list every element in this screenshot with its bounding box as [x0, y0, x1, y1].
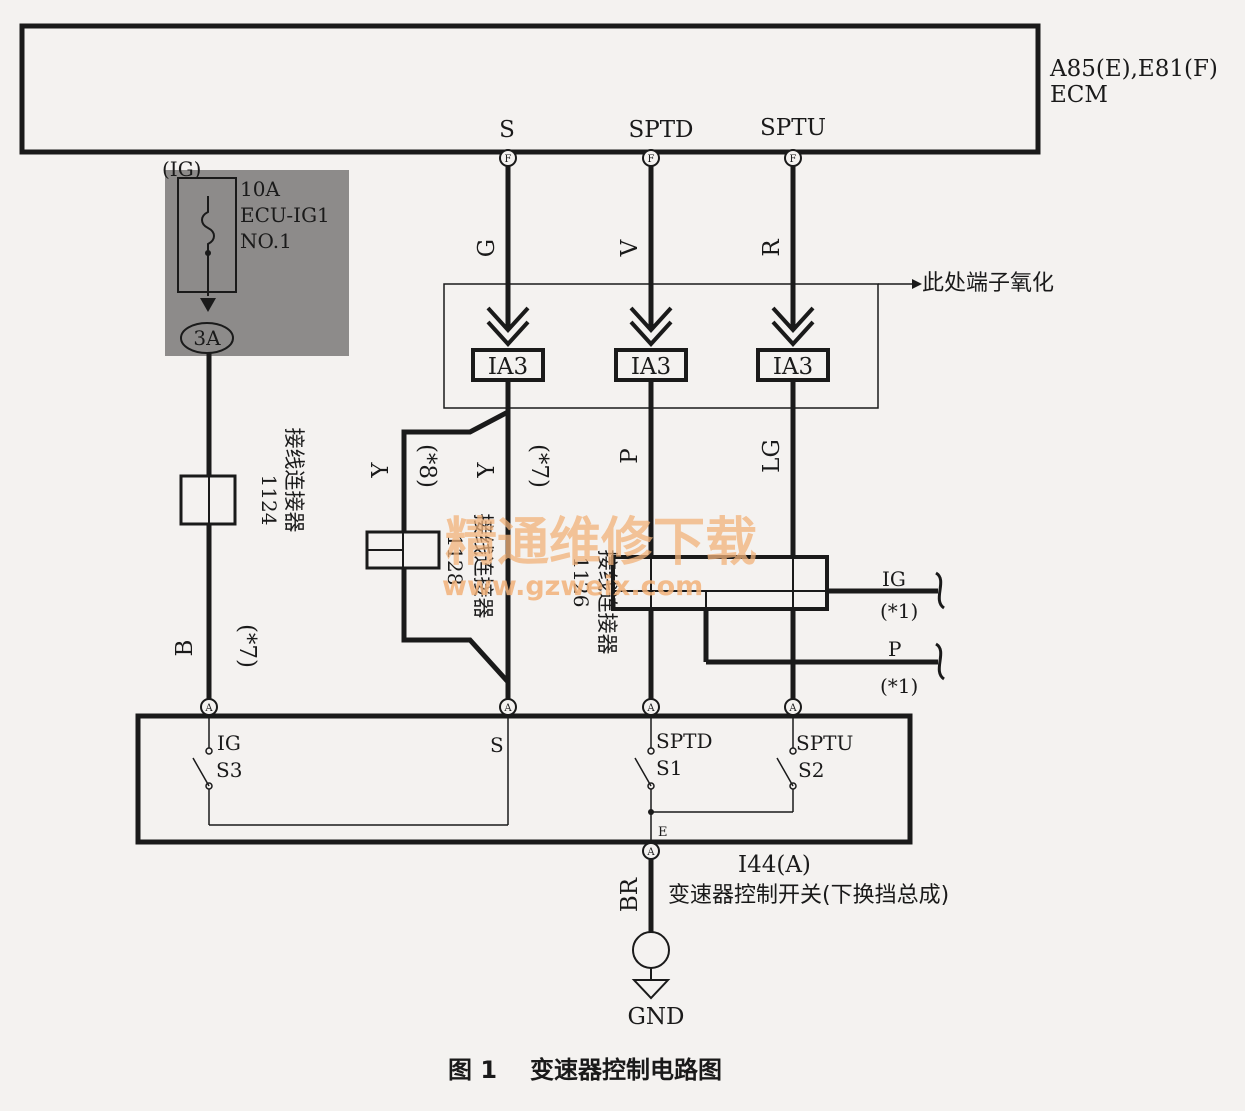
- wire-r-color-label: R: [759, 239, 785, 257]
- switch-contact-s1: S1: [656, 756, 682, 780]
- oxidation-note: 此处端子氧化: [922, 271, 1054, 296]
- oxidation-callout: 此处端子氧化: [443, 271, 1054, 409]
- ecm-pin-s-label: S: [499, 117, 515, 143]
- svg-text:F: F: [505, 154, 512, 165]
- junction-1128-label: 1128 接线连接器: [443, 514, 495, 619]
- switch-pin-ig-label: IG: [217, 731, 241, 755]
- wire-p: P: [617, 380, 654, 700]
- figure-caption: 图 1 变速器控制电路图: [448, 1056, 722, 1084]
- svg-text:接线连接器: 接线连接器: [282, 428, 306, 533]
- figure-number: 图 1: [448, 1056, 497, 1084]
- svg-text:接线连接器: 接线连接器: [595, 550, 619, 655]
- switch-ground-pin-label: E: [658, 825, 668, 840]
- svg-text:1124: 1124: [257, 475, 281, 526]
- wire-br: A BR: [617, 842, 660, 932]
- fuse-node-label: 3A: [193, 326, 221, 350]
- wire-b: B (*7): [172, 353, 260, 700]
- wire-v: V: [617, 166, 654, 330]
- ecm-pin-sptd-label: SPTD: [628, 117, 693, 143]
- fuse-rating-label: 10A: [240, 177, 280, 201]
- inline-connector-sptu: IA3: [756, 306, 830, 382]
- switch-pin-sptd-label: SPTD: [656, 729, 713, 753]
- ecm-name-label: ECM: [1050, 82, 1108, 108]
- svg-text:IA3: IA3: [631, 354, 671, 380]
- svg-text:A: A: [788, 703, 797, 714]
- watermark: 精通维修下载 www.gzweix.com: [442, 513, 757, 602]
- wire-v-color-label: V: [617, 239, 643, 257]
- branch-ig-label: IG: [882, 567, 906, 591]
- switch-terminal-sptu: A: [784, 698, 802, 716]
- ecm-block: A85(E),E81(F) ECM S SPTD SPTU: [19, 23, 1218, 155]
- wire-y-color-label-7: Y: [474, 462, 500, 479]
- svg-text:A: A: [646, 703, 655, 714]
- svg-text:A: A: [646, 847, 655, 858]
- switch-name-label: 变速器控制开关(下换挡总成): [668, 883, 949, 908]
- svg-text:1128: 1128: [443, 535, 467, 586]
- wire-p-color-label: P: [617, 448, 643, 463]
- wire-y-note-8: (*8): [414, 444, 440, 488]
- branch-ig: IG (*1): [827, 567, 946, 623]
- ecm-pin-sptu-label: SPTU: [760, 115, 826, 141]
- inline-connector-s: IA3: [471, 306, 545, 382]
- branch-p-note: (*1): [880, 674, 918, 698]
- switch-terminal-s: A: [499, 698, 517, 716]
- switch-terminal-sptd: A: [642, 698, 660, 716]
- ecm-terminal-s: F: [499, 149, 517, 167]
- wire-lg-color-label: LG: [759, 439, 785, 473]
- wire-g: G: [474, 166, 511, 330]
- ecm-id-label: A85(E),E81(F): [1049, 56, 1218, 82]
- branch-ig-note: (*1): [880, 599, 918, 623]
- svg-text:IA3: IA3: [488, 354, 528, 380]
- wire-br-color-label: BR: [617, 877, 643, 912]
- junction-1124-label: 1124 接线连接器: [257, 428, 306, 533]
- ecm-terminal-sptd: F: [642, 149, 660, 167]
- watermark-text: 精通维修下载: [445, 513, 757, 573]
- ground-label: GND: [628, 1004, 685, 1030]
- svg-text:接线连接器: 接线连接器: [471, 514, 495, 619]
- wire-g-color-label: G: [474, 239, 500, 257]
- branch-p-label: P: [888, 637, 901, 661]
- switch-terminal-ig: A: [200, 698, 218, 716]
- watermark-url: www.gzweix.com: [442, 571, 703, 602]
- switch-pin-s-label: S: [490, 733, 504, 757]
- wire-lg: LG: [759, 380, 796, 700]
- svg-text:1126: 1126: [569, 557, 593, 608]
- svg-text:F: F: [648, 154, 655, 165]
- switch-pin-sptu-label: SPTU: [796, 731, 853, 755]
- switch-contact-s3: S3: [216, 758, 242, 782]
- fuse-name-label: ECU-IG1: [240, 203, 330, 227]
- wire-b-color-label: B: [172, 640, 198, 657]
- wire-y: Y (*8) Y (*7): [365, 380, 552, 700]
- wire-y-color-label-8: Y: [368, 462, 394, 479]
- junction-1126: 1126 接线连接器: [569, 550, 829, 655]
- wire-r: R: [759, 166, 796, 330]
- transmission-control-switch: A A A A IG S SPTD SPTU: [135, 698, 949, 908]
- figure-title: 变速器控制电路图: [530, 1056, 722, 1084]
- svg-text:A: A: [204, 703, 213, 714]
- svg-text:IA3: IA3: [773, 354, 813, 380]
- switch-contact-s2: S2: [798, 758, 824, 782]
- ground-symbol: GND: [628, 931, 685, 1030]
- ecm-terminal-sptu: F: [784, 149, 802, 167]
- fuse-number-label: NO.1: [240, 229, 292, 253]
- wire-b-note: (*7): [234, 624, 260, 668]
- svg-text:A: A: [503, 703, 512, 714]
- fuse-ecu-ig1: (IG) 10A ECU-IG1 NO.1 3A: [162, 157, 349, 356]
- switch-id-label: I44(A): [738, 852, 811, 878]
- branch-p: P (*1): [703, 609, 946, 698]
- svg-text:F: F: [790, 154, 797, 165]
- wire-y-note-7: (*7): [526, 444, 552, 488]
